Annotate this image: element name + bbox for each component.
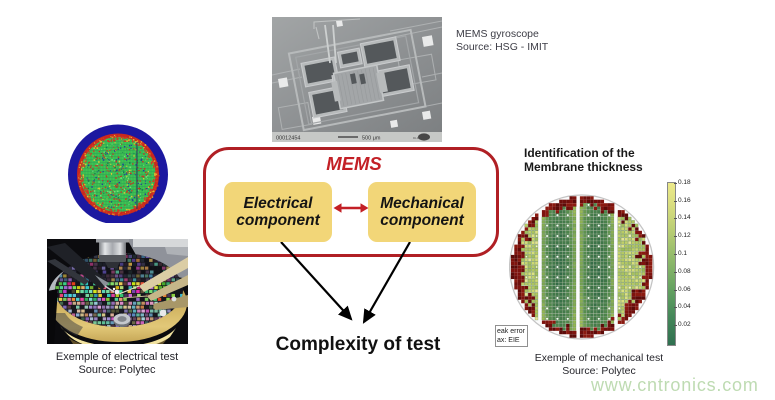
svg-text:DLR: DLR xyxy=(413,136,420,140)
svg-text:500 μm: 500 μm xyxy=(362,136,381,142)
svg-text:00012454: 00012454 xyxy=(276,136,300,142)
